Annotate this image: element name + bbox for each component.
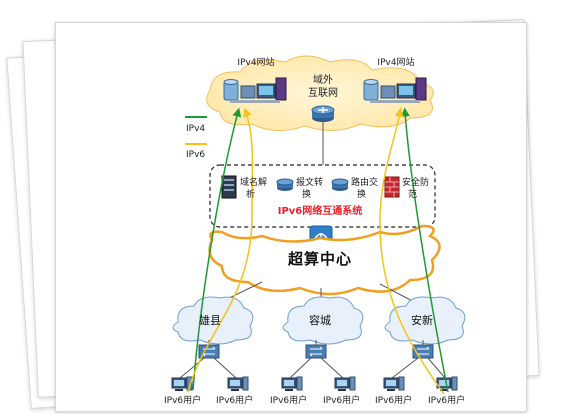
message-conversion-icon bbox=[276, 178, 294, 191]
ipv4-site-left-icon bbox=[223, 77, 287, 103]
external-internet-cloud bbox=[206, 55, 434, 131]
ipv6-user-terminal-icon bbox=[334, 376, 356, 391]
supercomputing-cloud bbox=[208, 224, 441, 296]
ipv4-site-left-label: IPv4网站 bbox=[237, 58, 275, 68]
func-security-label-1: 安全防 bbox=[402, 178, 430, 188]
city-cloud-xiongxian bbox=[172, 296, 254, 345]
func-dns-label-1: 域名解 bbox=[240, 178, 268, 188]
func-msg-label-2: 换 bbox=[302, 190, 312, 200]
ipv6-user-terminal-icon bbox=[281, 376, 303, 391]
legend-ipv6-label: IPv6 bbox=[186, 150, 206, 160]
system-title: IPv6网络互通系统 bbox=[277, 206, 363, 217]
ipv4-site-right-icon bbox=[363, 77, 427, 103]
legend-ipv4-label: IPv4 bbox=[186, 124, 206, 134]
ipv6-user-terminal-icon bbox=[227, 376, 249, 391]
routing-switch-icon bbox=[331, 178, 349, 191]
user-label: IPv6用户 bbox=[323, 396, 361, 406]
external-internet-label-1: 域外 bbox=[313, 75, 333, 86]
ipv4-path-right bbox=[400, 107, 449, 393]
user-label: IPv6用户 bbox=[428, 396, 466, 406]
ipv6-path-right bbox=[379, 107, 445, 395]
ipv6-user-terminal-icon bbox=[383, 376, 405, 391]
ipv4-site-right-label: IPv4网站 bbox=[377, 58, 415, 68]
external-internet-label-2: 互联网 bbox=[308, 88, 338, 99]
internet-router-icon bbox=[311, 105, 335, 122]
city-anxin-label: 安新 bbox=[411, 314, 433, 327]
user-label: IPv6用户 bbox=[216, 396, 254, 406]
firewall-icon bbox=[384, 176, 400, 198]
ipv6-user-terminal-icon bbox=[171, 376, 193, 391]
user-label: IPv6用户 bbox=[270, 396, 308, 406]
func-route-label-2: 换 bbox=[357, 190, 367, 200]
supercomputing-center-label: 超算中心 bbox=[287, 250, 352, 268]
ipv6-users bbox=[171, 376, 458, 391]
ipv6-path-left bbox=[187, 107, 254, 393]
dns-server-icon bbox=[221, 175, 237, 199]
ipv6-interop-system-box bbox=[209, 164, 436, 228]
city-rongcheng-label: 容城 bbox=[309, 314, 331, 327]
func-security-label-2: 范 bbox=[408, 190, 418, 200]
user-label: IPv6用户 bbox=[164, 396, 202, 406]
func-route-label-1: 路由交 bbox=[351, 178, 379, 188]
ipv4-path-left bbox=[192, 107, 242, 391]
city-cloud-rongcheng bbox=[282, 296, 364, 345]
city-xiongxian-label: 雄县 bbox=[199, 314, 221, 327]
user-label: IPv6用户 bbox=[375, 396, 413, 406]
ipv6-user-terminal-icon bbox=[436, 376, 458, 391]
func-msg-label-1: 报文转 bbox=[296, 178, 324, 188]
func-dns-label-2: 析 bbox=[246, 190, 256, 200]
switch-rongcheng-icon bbox=[305, 344, 327, 359]
